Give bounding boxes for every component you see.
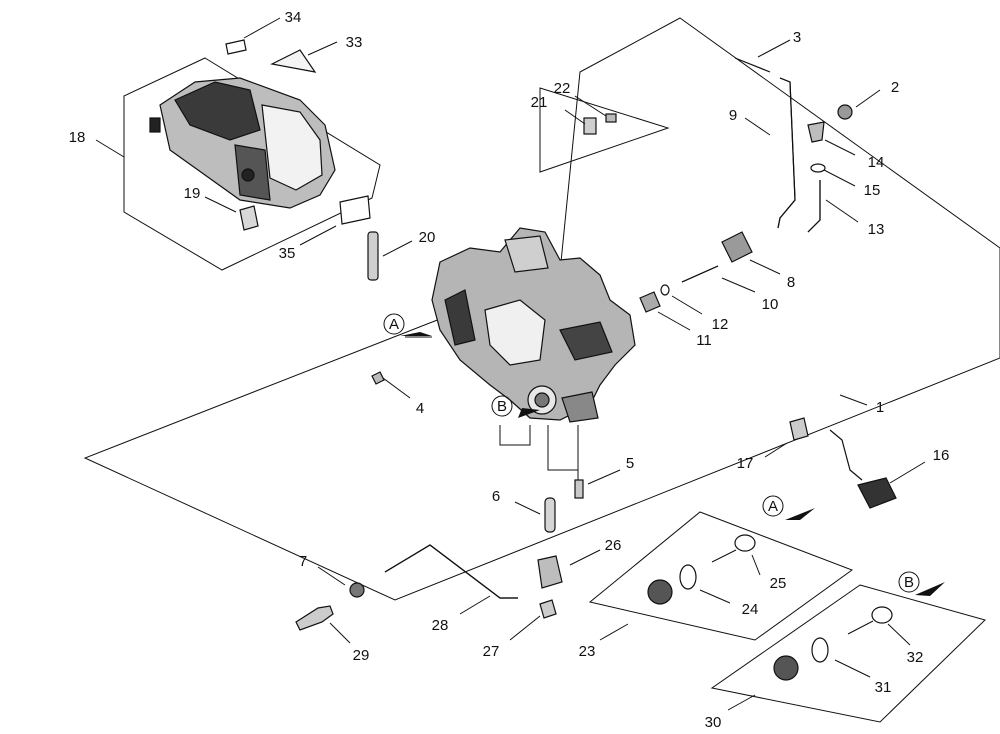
cap-30-part: [773, 655, 799, 681]
marker-a-23: [762, 495, 784, 517]
filter-2-part: [837, 104, 853, 120]
cap-26-part: [537, 555, 563, 589]
assembly-frame-18: [123, 57, 381, 271]
callout-24: 24: [742, 601, 759, 618]
assembly-frame-21-22: [539, 87, 670, 173]
leader-lines: [95, 17, 926, 711]
label-small-part: [225, 39, 247, 55]
tube-28-part: [384, 544, 518, 599]
rod-3-part: [734, 57, 771, 73]
strainer-32-part: [871, 606, 893, 624]
callout-16: 16: [933, 447, 950, 464]
assembly-frame-30: [710, 584, 986, 723]
callout-14: 14: [868, 154, 885, 171]
view-arrow-b-main: [518, 408, 540, 418]
fitting-14-part: [807, 121, 825, 143]
gasket-24-part: [679, 564, 697, 590]
cover-sheet-part: [270, 49, 317, 73]
callout-19: 19: [184, 185, 201, 202]
callout-2: 2: [891, 79, 899, 96]
assembly-frame-1: [83, 17, 1000, 601]
callout-33: 33: [346, 34, 363, 51]
marker-b-30-label: B: [904, 574, 914, 591]
callout-34: 34: [285, 9, 302, 26]
marker-a-main-label: A: [389, 316, 399, 333]
clip-part: [367, 231, 379, 281]
bolt-5-part: [574, 479, 584, 499]
callout-12: 12: [712, 316, 729, 333]
callout-15: 15: [864, 182, 881, 199]
marker-b-main: [491, 395, 513, 417]
callout-9: 9: [729, 107, 737, 124]
cap-part: [239, 205, 259, 231]
callout-23: 23: [579, 643, 596, 660]
oring-12-part: [660, 284, 670, 296]
elbow-27-part: [539, 599, 557, 619]
sleeve-21-part: [583, 117, 597, 135]
screw-22-part: [605, 113, 617, 123]
bracket-5b: [547, 425, 579, 471]
callout-30: 30: [705, 714, 722, 731]
callout-32: 32: [907, 649, 924, 666]
callout-4: 4: [416, 400, 424, 417]
screw-4-part: [371, 371, 385, 385]
view-arrow-b-30: [915, 582, 945, 596]
callout-21: 21: [531, 94, 548, 111]
callout-5: 5: [626, 455, 634, 472]
callout-27: 27: [483, 643, 500, 660]
marker-a-main: [383, 313, 405, 335]
view-arrow-a-23: [785, 508, 815, 520]
strainer-25-part: [734, 534, 756, 552]
marker-b-30: [898, 571, 920, 593]
callout-22: 22: [554, 80, 571, 97]
callout-7: 7: [299, 553, 307, 570]
top-cover-part: [149, 77, 336, 209]
callout-1: 1: [876, 399, 884, 416]
crankcase-part: [431, 227, 636, 423]
view-arrow-a-main: [400, 332, 432, 340]
callout-35: 35: [279, 245, 296, 262]
callout-8: 8: [787, 274, 795, 291]
grommet-7-part: [349, 582, 365, 598]
switch-16-part: [857, 477, 897, 509]
callout-29: 29: [353, 647, 370, 664]
callout-26: 26: [605, 537, 622, 554]
marker-a-23-label: A: [768, 498, 778, 515]
callout-31: 31: [875, 679, 892, 696]
fitting-29-part: [295, 605, 334, 631]
callout-13: 13: [868, 221, 885, 238]
grommet-8-part: [721, 231, 753, 263]
callout-10: 10: [762, 296, 779, 313]
bushing-17-part: [789, 417, 809, 441]
switch-16-wire: [829, 429, 863, 481]
bracket-5a: [499, 425, 531, 446]
callout-11: 11: [696, 332, 712, 349]
assembly-frame-23: [588, 511, 854, 641]
callout-3: 3: [793, 29, 801, 46]
hose-13-part: [807, 180, 821, 233]
plug-11-part: [639, 291, 661, 313]
label-decal-part: [339, 195, 371, 225]
pin-6-part: [544, 497, 556, 533]
callout-labels: 1 2 3 4 5 6 7 8 9 10 11 12 13 14 15 16 1…: [69, 9, 950, 731]
gasket-31-part: [811, 637, 829, 663]
callout-17: 17: [737, 455, 754, 472]
callout-18: 18: [69, 129, 86, 146]
marker-b-main-label: B: [497, 398, 507, 415]
washer-15-part: [810, 163, 826, 173]
callout-20: 20: [419, 229, 436, 246]
callout-25: 25: [770, 575, 787, 592]
callout-6: 6: [492, 488, 500, 505]
callout-28: 28: [432, 617, 449, 634]
cap-23-part: [647, 579, 673, 605]
